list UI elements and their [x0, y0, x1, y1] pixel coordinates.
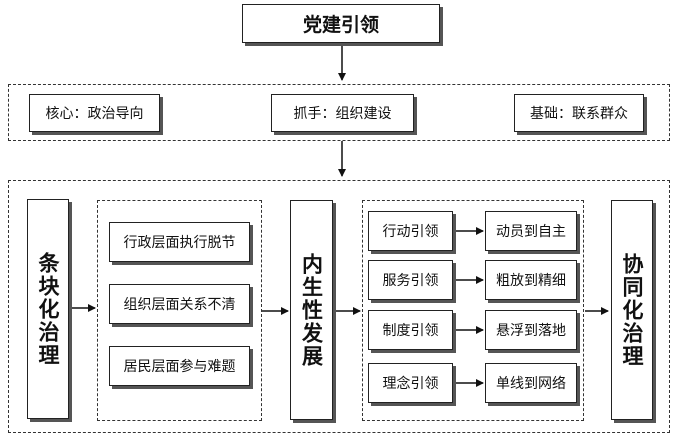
- guidance-to-label-2: 粗放到精细: [496, 273, 566, 289]
- right-column-box: 协同化治理: [611, 200, 653, 420]
- problem-label-2: 组织层面关系不清: [123, 297, 236, 313]
- problem-box-2: 组织层面关系不清: [109, 284, 250, 324]
- principle-foundation-label: 基础：联系群众: [530, 106, 628, 122]
- guidance-from-box-2: 服务引领: [368, 260, 453, 300]
- guidance-to-box-1: 动员到自主: [485, 211, 577, 251]
- guidance-to-box-3: 悬浮到落地: [485, 310, 577, 350]
- guidance-to-label-1: 动员到自主: [496, 224, 566, 240]
- guidance-from-box-1: 行动引领: [368, 211, 453, 251]
- guidance-from-box-3: 制度引领: [368, 310, 453, 350]
- principle-lever-box: 抓手：组织建设: [271, 94, 414, 132]
- principle-core-box: 核心：政治导向: [29, 94, 160, 132]
- top-title: 党建引领: [302, 14, 379, 36]
- middle-column-box: 内生性发展: [290, 200, 333, 420]
- problem-box-1: 行政层面执行脱节: [109, 222, 250, 262]
- right-column-label: 协同化治理: [620, 252, 644, 368]
- guidance-to-label-4: 单线到网络: [496, 376, 566, 392]
- guidance-from-box-4: 理念引领: [368, 363, 453, 403]
- problem-box-3: 居民层面参与难题: [109, 346, 250, 386]
- principle-lever-label: 抓手：组织建设: [293, 106, 392, 122]
- principle-core-label: 核心：政治导向: [45, 106, 144, 122]
- guidance-to-box-4: 单线到网络: [485, 363, 577, 403]
- top-title-box: 党建引领: [242, 4, 440, 43]
- problem-label-1: 行政层面执行脱节: [123, 235, 236, 251]
- guidance-from-label-3: 制度引领: [382, 323, 439, 339]
- left-column-box: 条块化治理: [27, 199, 69, 419]
- guidance-from-label-1: 行动引领: [382, 224, 439, 240]
- guidance-from-label-4: 理念引领: [382, 376, 439, 392]
- main-container: [8, 180, 670, 433]
- left-column-label: 条块化治理: [36, 251, 60, 367]
- guidance-container: [362, 200, 584, 421]
- principle-foundation-box: 基础：联系群众: [514, 94, 644, 132]
- problems-container: [97, 200, 262, 421]
- guidance-from-label-2: 服务引领: [382, 273, 439, 289]
- guidance-to-box-2: 粗放到精细: [485, 260, 577, 300]
- problem-label-3: 居民层面参与难题: [123, 359, 236, 375]
- guidance-to-label-3: 悬浮到落地: [496, 323, 566, 339]
- middle-column-label: 内生性发展: [299, 252, 324, 368]
- principles-container: [8, 84, 670, 141]
